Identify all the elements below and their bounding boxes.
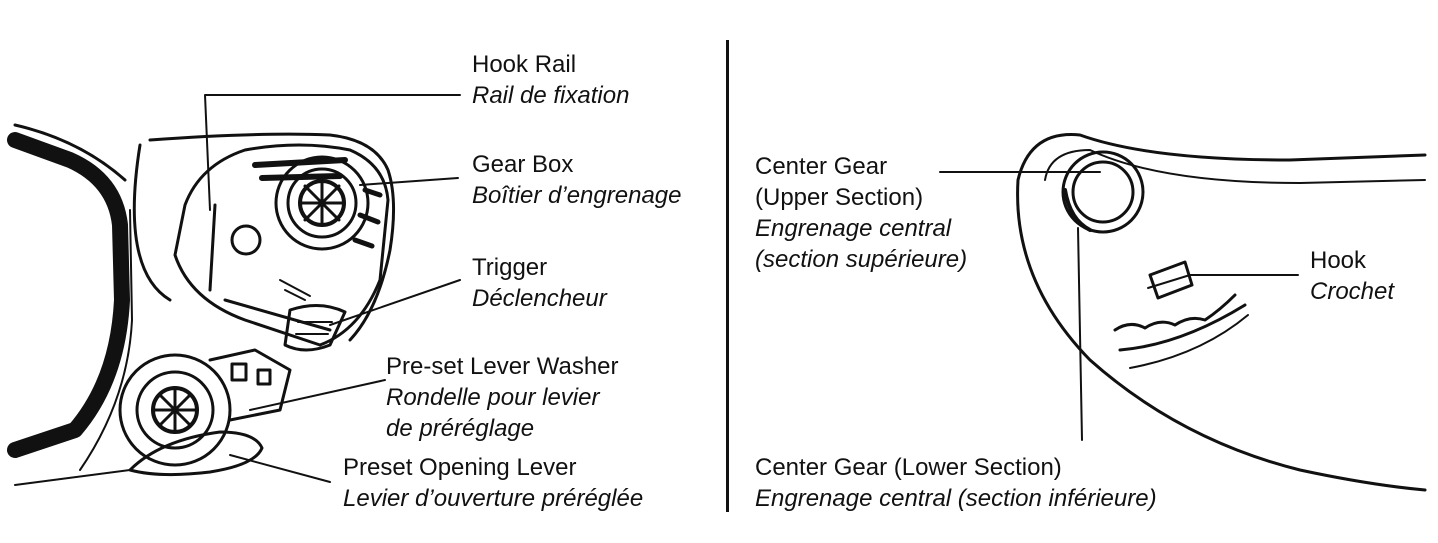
gear-box	[173, 143, 390, 347]
hook-rail-label-en: Hook Rail	[472, 51, 577, 78]
preset-opening-lever	[128, 430, 264, 477]
preset-lever-washer	[118, 348, 292, 467]
center-gear-lower-label-en: Center Gear (Lower Section)	[755, 454, 1062, 481]
ratchet-arc	[1113, 293, 1249, 369]
hook-rail-label-fr: Rail de fixation	[472, 82, 630, 109]
center-gear-upper-label-en2: (Upper Section)	[755, 184, 924, 211]
preset-lever-label-en: Preset Opening Lever	[343, 454, 577, 481]
panel-divider	[726, 40, 729, 512]
leader-lines-left	[204, 94, 461, 483]
trigger	[283, 304, 347, 352]
center-gear-upper-label: Center Gear (Upper Section) Engrenage ce…	[755, 151, 967, 275]
trigger-label-en: Trigger	[472, 254, 548, 281]
preset-washer-label-fr2: de préréglage	[386, 415, 535, 442]
visor-shield	[1016, 133, 1427, 492]
center-gear-upper-label-fr1: Engrenage central	[755, 215, 952, 242]
hook-rail-label: Hook Rail Rail de fixation	[472, 49, 629, 111]
preset-washer-label-en: Pre-set Lever Washer	[386, 353, 619, 380]
center-gear-upper-label-en1: Center Gear	[755, 153, 888, 180]
gear-box-label: Gear Box Boîtier d’engrenage	[472, 149, 681, 211]
leader-lines-right	[939, 171, 1299, 441]
center-gear-lower-label: Center Gear (Lower Section) Engrenage ce…	[755, 452, 1157, 514]
helmet-shell-left	[7, 123, 396, 486]
center-gear-upper-label-fr2: (section supérieure)	[755, 246, 968, 273]
gear-box-label-en: Gear Box	[472, 151, 574, 178]
hook-part	[1147, 260, 1194, 300]
hook-label: Hook Crochet	[1310, 245, 1394, 307]
trigger-label: Trigger Déclencheur	[472, 252, 607, 314]
hook-label-fr: Crochet	[1310, 278, 1395, 305]
preset-lever-label-fr: Levier d’ouverture préréglée	[343, 485, 644, 512]
preset-lever-label: Preset Opening Lever Levier d’ouverture …	[343, 452, 643, 514]
trigger-label-fr: Déclencheur	[472, 285, 607, 312]
preset-washer-label-fr1: Rondelle pour levier	[386, 384, 600, 411]
center-gear-lower-label-fr: Engrenage central (section inférieure)	[755, 485, 1157, 512]
preset-washer-label: Pre-set Lever Washer Rondelle pour levie…	[386, 351, 619, 444]
gear-box-label-fr: Boîtier d’engrenage	[472, 182, 682, 209]
hook-label-en: Hook	[1310, 247, 1367, 274]
center-gear	[1061, 150, 1145, 234]
